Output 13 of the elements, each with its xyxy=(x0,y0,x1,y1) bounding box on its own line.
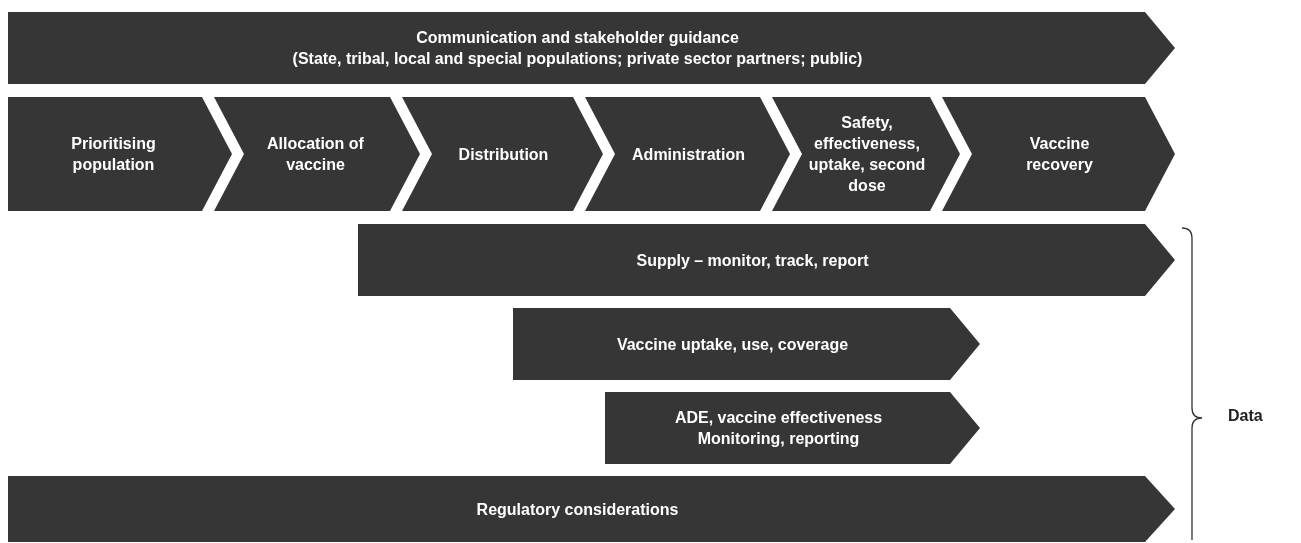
step-label: Safety, effectiveness, uptake, second dose xyxy=(807,113,927,196)
step-label: Communication and stakeholder guidance xyxy=(416,28,739,48)
bracket-label: Data xyxy=(1228,407,1263,425)
step-label: Supply – monitor, track, report xyxy=(636,250,869,271)
step-label: ADE, vaccine effectiveness Monitoring, reporting xyxy=(673,408,884,449)
step-label: Prioritising population xyxy=(70,134,157,175)
step-label: Allocation of vaccine xyxy=(266,134,365,175)
step-label: Vaccine recovery xyxy=(1025,134,1094,175)
step-label: Administration xyxy=(632,144,745,165)
step-label: Vaccine uptake, use, coverage xyxy=(616,334,849,355)
step-label: (State, tribal, local and special populations; private sector partners; public) xyxy=(292,49,863,69)
step-label: Distribution xyxy=(458,144,549,165)
step-label: Regulatory considerations xyxy=(476,499,679,520)
